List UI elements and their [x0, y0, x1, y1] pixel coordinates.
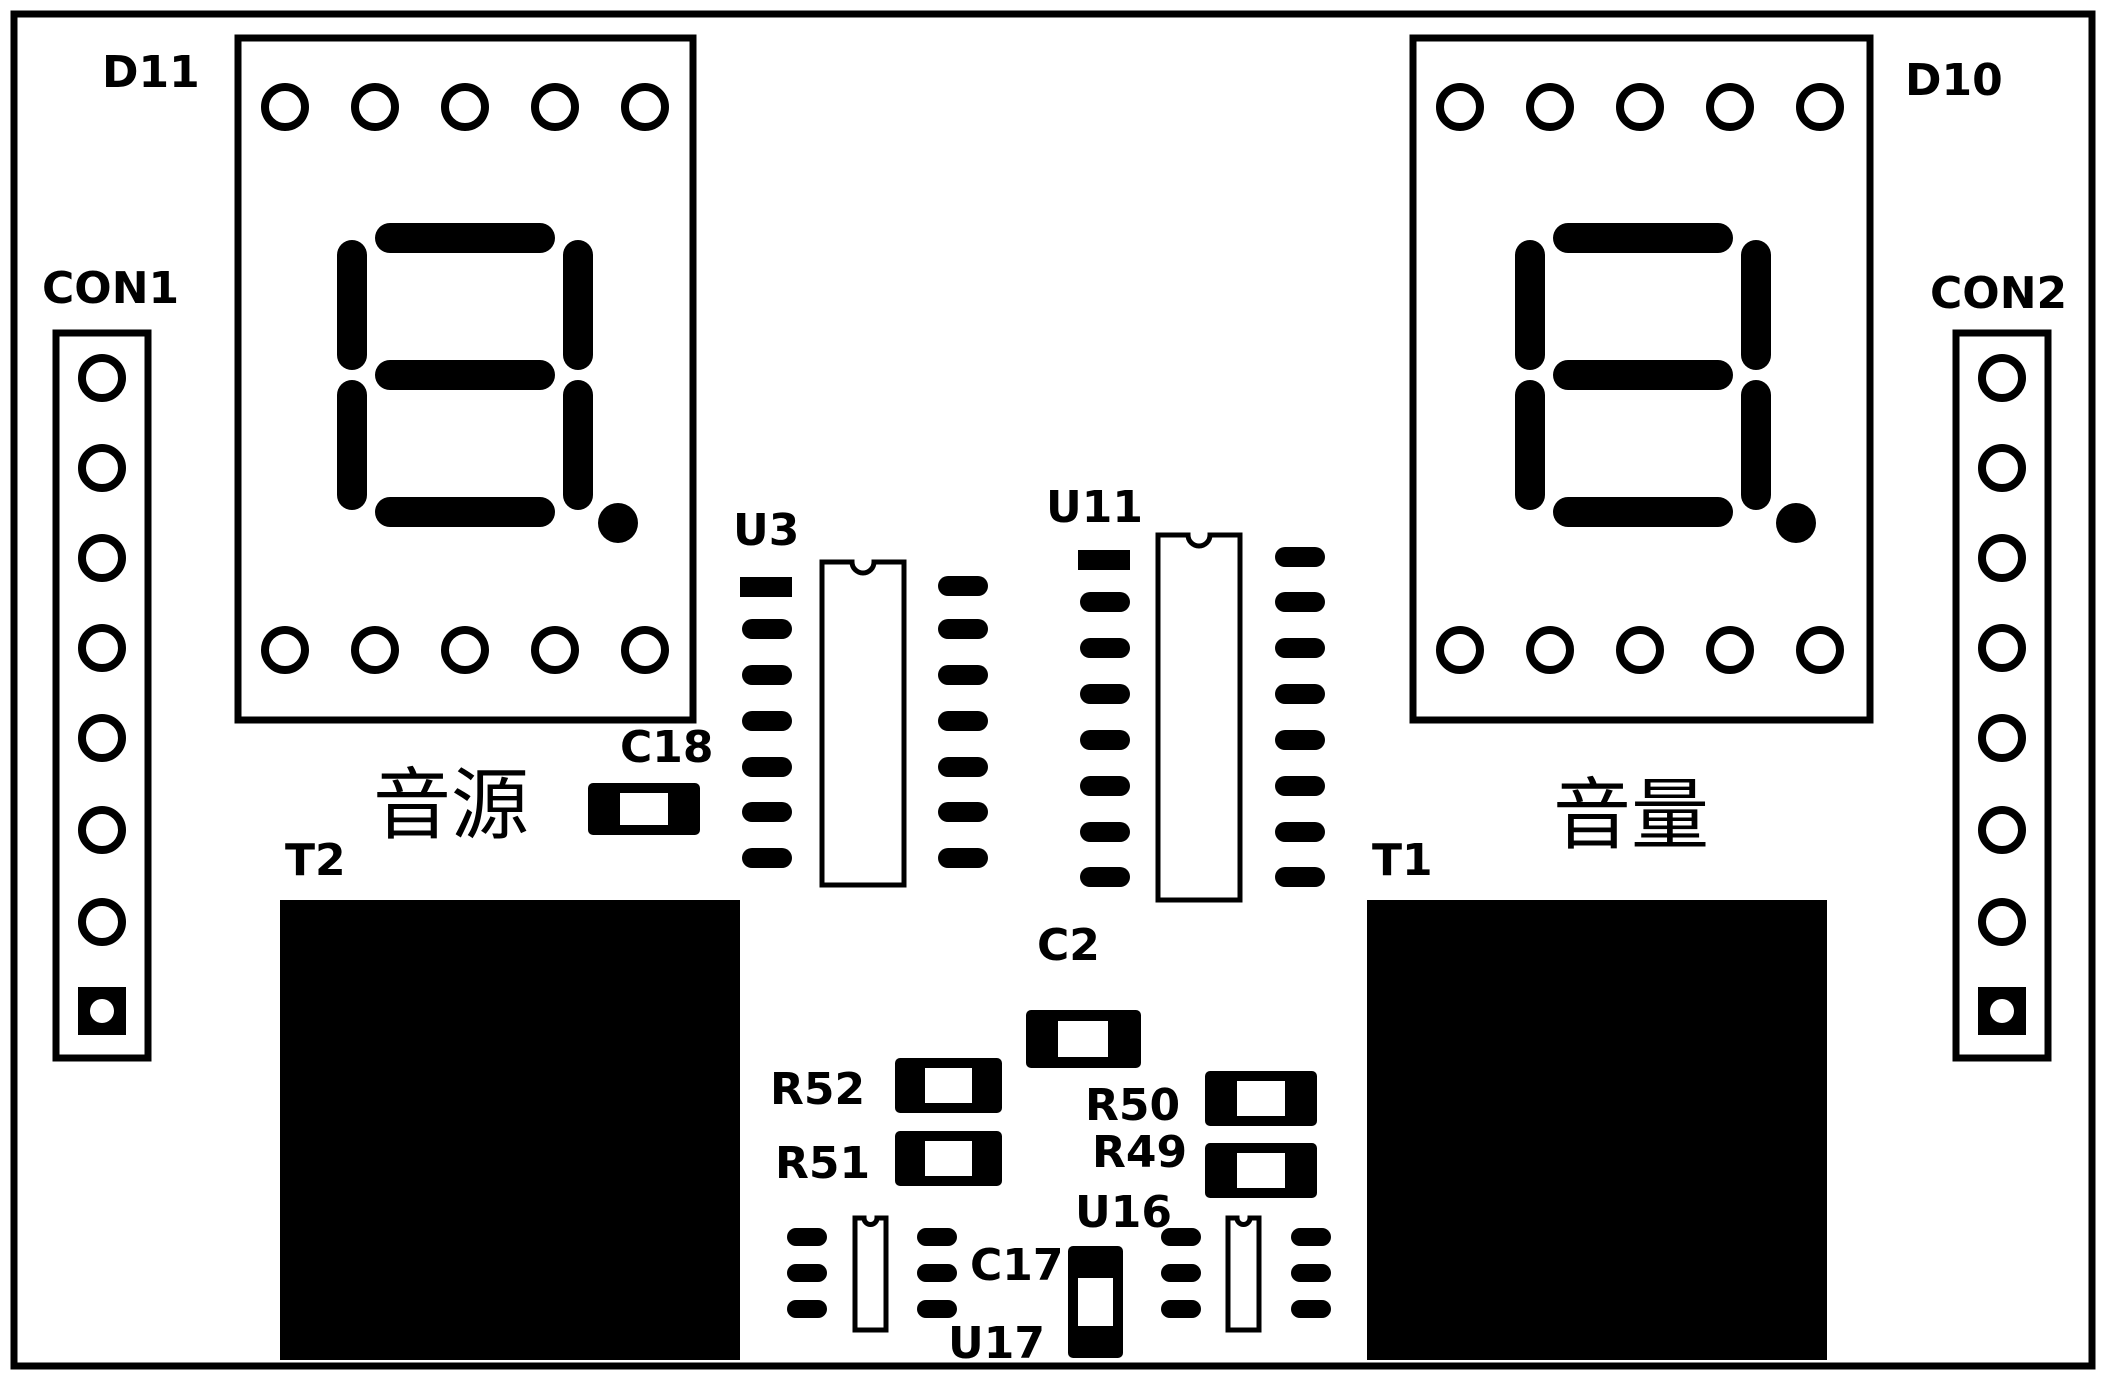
- display-d10-decimal-point: [1776, 503, 1816, 543]
- ic-u11-pin1-pad: [1078, 550, 1130, 570]
- ic-u3-right-pads: [938, 576, 988, 868]
- connector-con1: [52, 329, 152, 1062]
- ic-u17: [787, 1215, 957, 1333]
- connector-con2: [1952, 329, 2052, 1062]
- label-t1: T1: [1372, 835, 1433, 886]
- label-r49: R49: [1092, 1127, 1187, 1178]
- label-r52: R52: [770, 1064, 865, 1115]
- ic-u16: [1161, 1215, 1331, 1333]
- label-r51: R51: [775, 1138, 870, 1189]
- resistor-r52: [895, 1058, 1002, 1113]
- label-t2: T2: [285, 835, 346, 886]
- capacitor-c2: [1026, 1010, 1141, 1068]
- connector-con1-outline: [52, 329, 152, 1062]
- label-c18: C18: [620, 722, 714, 773]
- label-volume: 音量: [1553, 771, 1709, 861]
- label-d10: D10: [1905, 55, 2003, 106]
- label-source: 音源: [373, 761, 529, 851]
- ic-u11-left-pads: [1080, 592, 1130, 887]
- label-u17: U17: [948, 1318, 1045, 1369]
- label-u3: U3: [733, 505, 799, 556]
- display-d11-top-pads: [261, 83, 669, 131]
- display-d10-outline: [1409, 34, 1874, 724]
- connector-con2-pins: [1978, 354, 2026, 946]
- pad-t2: [280, 900, 740, 1360]
- label-d11: D11: [102, 47, 200, 98]
- display-d11: [234, 34, 697, 724]
- connector-con1-pins: [78, 354, 126, 946]
- label-c2: C2: [1037, 920, 1100, 971]
- display-d10: [1409, 34, 1874, 724]
- ic-u3-left-pads: [742, 619, 792, 868]
- label-c17: C17: [970, 1240, 1064, 1291]
- display-d10-top-pads: [1436, 83, 1844, 131]
- ic-u11: [1078, 532, 1325, 903]
- ic-u11-right-pads: [1275, 547, 1325, 887]
- capacitor-c18: [588, 783, 700, 835]
- display-d11-segments: [337, 223, 593, 527]
- ic-u11-body: [1155, 532, 1243, 903]
- label-con1: CON1: [42, 263, 179, 314]
- display-d10-segments: [1515, 223, 1771, 527]
- label-r50: R50: [1085, 1080, 1180, 1131]
- display-d10-bottom-pads: [1436, 626, 1844, 674]
- resistor-r50: [1205, 1071, 1317, 1126]
- label-u16: U16: [1075, 1187, 1172, 1238]
- label-u11: U11: [1046, 482, 1143, 533]
- resistor-r51: [895, 1131, 1002, 1186]
- display-d11-bottom-pads: [261, 626, 669, 674]
- resistor-r49: [1205, 1143, 1317, 1198]
- label-con2: CON2: [1930, 268, 2067, 319]
- capacitor-c17: [1068, 1246, 1123, 1358]
- ic-u3-body: [819, 559, 907, 888]
- display-d11-decimal-point: [598, 503, 638, 543]
- ic-u3: [740, 559, 988, 888]
- ic-u3-pin1-pad: [740, 577, 792, 597]
- connector-con2-outline: [1952, 329, 2052, 1062]
- display-d11-outline: [234, 34, 697, 724]
- pad-t1: [1367, 900, 1827, 1360]
